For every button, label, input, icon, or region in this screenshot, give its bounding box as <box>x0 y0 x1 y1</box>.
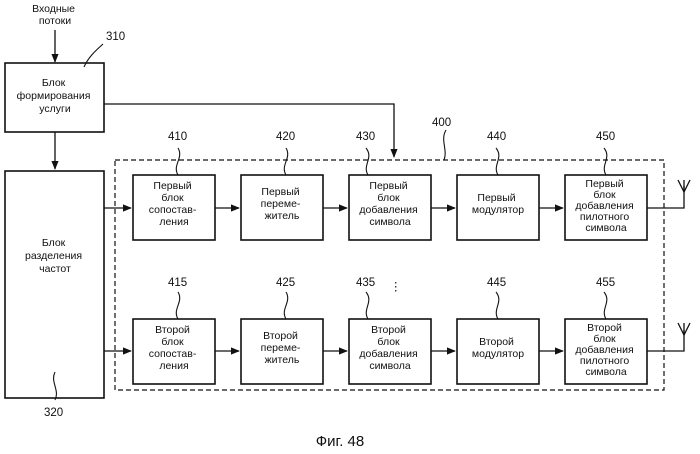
svg-text:Первый модулятор: Первый модулятор <box>472 192 524 216</box>
ref-400: 400 <box>432 117 451 129</box>
ref-425: 425 <box>276 277 295 289</box>
first-mapper-block: Первый блок сопостав- ления 410 <box>133 131 215 240</box>
first-symbol-adder-block: Первый блок добавления символа 430 <box>349 131 431 240</box>
svg-text:Второй переме-: Второй переме- житель <box>261 330 304 366</box>
ref-410: 410 <box>168 131 187 143</box>
antenna-2-icon <box>647 323 690 351</box>
ref-320: 320 <box>44 407 63 419</box>
svg-text:Второй модулятор: Второй модулятор <box>472 336 524 360</box>
second-mapper-block: Второй блок сопостав- ления 415 <box>133 277 215 384</box>
second-interleaver-block: Второй переме- житель 425 <box>241 277 323 384</box>
service-to-group-arrow <box>104 104 394 157</box>
ref-415: 415 <box>168 277 187 289</box>
first-pilot-adder-block: Первый блок добавления пилотного символа… <box>565 131 647 240</box>
svg-text:Первый переме-: Первый переме- житель <box>261 186 304 222</box>
vertical-ellipsis: ⋮ <box>390 281 402 293</box>
input-streams-label: Входные потоки <box>32 3 78 27</box>
ref-435: 435 <box>356 277 375 289</box>
antenna-1-icon <box>647 180 690 208</box>
frequency-splitter-block <box>5 171 104 398</box>
ref-455: 455 <box>596 277 615 289</box>
row-second: Второй блок сопостав- ления 415 Второй п… <box>133 277 647 384</box>
ref-420: 420 <box>276 131 295 143</box>
ref-430: 430 <box>356 131 375 143</box>
second-modulator-block: Второй модулятор 445 <box>457 277 539 384</box>
row-first: Первый блок сопостав- ления 410 Первый п… <box>133 131 647 240</box>
ref-310: 310 <box>106 31 125 43</box>
second-pilot-adder-block: Второй блок добавления пилотного символа… <box>565 277 647 384</box>
ref-450: 450 <box>596 131 615 143</box>
first-modulator-block: Первый модулятор 440 <box>457 131 539 240</box>
ref-400-leader <box>444 130 446 160</box>
ref-445: 445 <box>487 277 506 289</box>
first-interleaver-block: Первый переме- житель 420 <box>241 131 323 240</box>
ref-440: 440 <box>487 131 506 143</box>
figure-caption: Фиг. 48 <box>316 433 364 450</box>
second-symbol-adder-block: Второй блок добавления символа 435 <box>349 277 431 384</box>
